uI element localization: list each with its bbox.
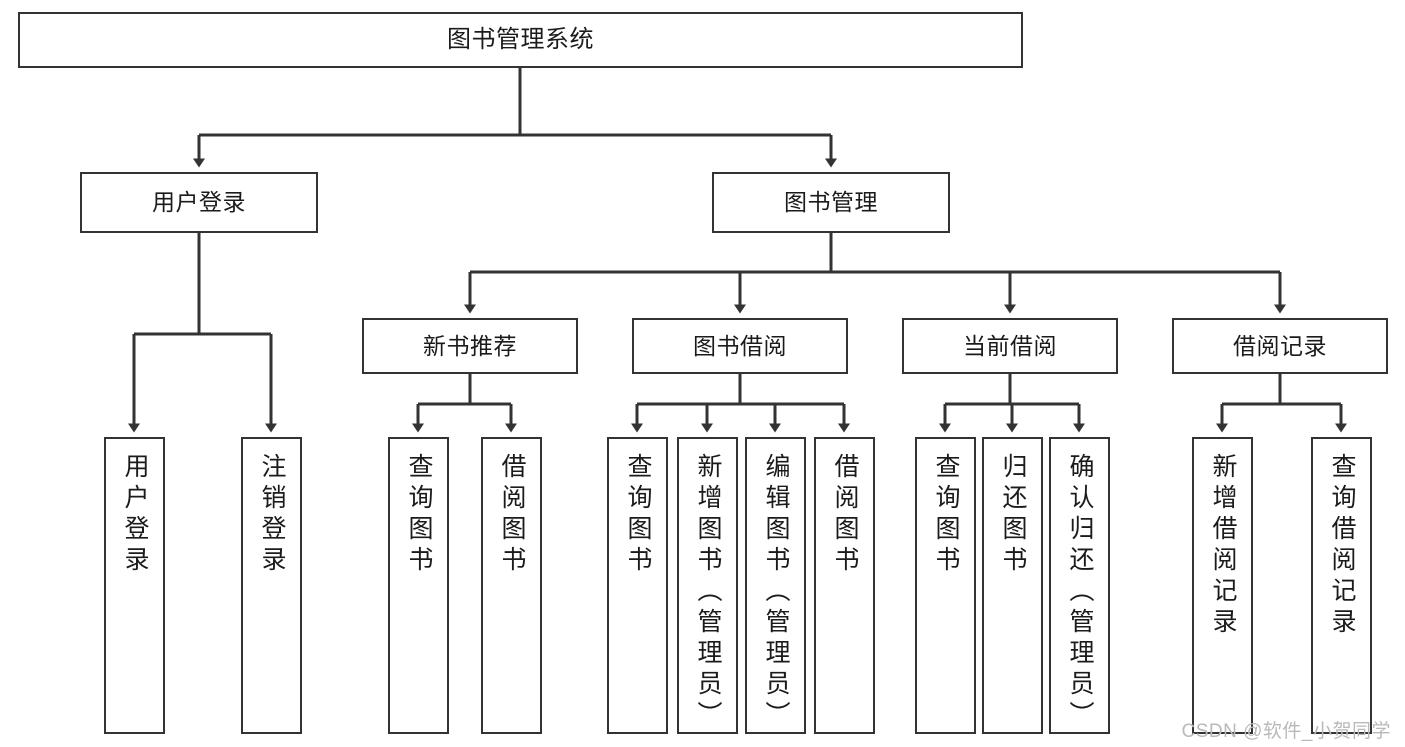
node-borrow-record[interactable]: 借阅记录 [1172, 318, 1388, 374]
node-label: 查询借阅记录 [1328, 453, 1356, 639]
node-label: 借阅图书 [498, 453, 526, 577]
node-book-borrow[interactable]: 图书借阅 [632, 318, 848, 374]
node-label: 借阅图书 [831, 453, 859, 577]
node-book-management[interactable]: 图书管理 [712, 172, 950, 233]
node-leaf-query-borrow-record[interactable]: 查询借阅记录 [1311, 437, 1372, 734]
node-label: 新书推荐 [423, 332, 517, 359]
node-leaf-edit-book-admin[interactable]: 编辑图书（管理员） [745, 437, 806, 734]
node-leaf-query-book-recommend[interactable]: 查询图书 [388, 437, 449, 734]
node-label: 归还图书 [999, 453, 1027, 577]
node-label: 借阅记录 [1233, 332, 1327, 359]
node-leaf-confirm-return-admin[interactable]: 确认归还（管理员） [1049, 437, 1110, 734]
node-label: 编辑图书（管理员） [762, 453, 790, 732]
node-leaf-user-login[interactable]: 用户登录 [104, 437, 165, 734]
node-label: 新增图书（管理员） [694, 453, 722, 732]
node-label: 查询图书 [624, 453, 652, 577]
node-leaf-add-borrow-record[interactable]: 新增借阅记录 [1192, 437, 1253, 734]
node-new-book-recommend[interactable]: 新书推荐 [362, 318, 578, 374]
node-label: 查询图书 [405, 453, 433, 577]
node-label: 确认归还（管理员） [1066, 453, 1094, 732]
node-label: 注销登录 [258, 453, 286, 577]
node-label: 当前借阅 [963, 332, 1057, 359]
node-label: 用户登录 [152, 189, 246, 216]
node-label: 用户登录 [121, 453, 149, 577]
node-label: 新增借阅记录 [1209, 453, 1237, 639]
node-leaf-borrow-book[interactable]: 借阅图书 [814, 437, 875, 734]
node-label: 图书借阅 [693, 332, 787, 359]
node-leaf-borrow-book-recommend[interactable]: 借阅图书 [481, 437, 542, 734]
node-leaf-query-book-current[interactable]: 查询图书 [915, 437, 976, 734]
node-root-book-management-system[interactable]: 图书管理系统 [18, 12, 1023, 68]
node-leaf-return-book[interactable]: 归还图书 [982, 437, 1043, 734]
node-user-login[interactable]: 用户登录 [80, 172, 318, 233]
node-label: 查询图书 [932, 453, 960, 577]
node-current-borrow[interactable]: 当前借阅 [902, 318, 1118, 374]
node-label: 图书管理系统 [447, 26, 594, 54]
node-leaf-add-book-admin[interactable]: 新增图书（管理员） [677, 437, 738, 734]
node-leaf-logout[interactable]: 注销登录 [241, 437, 302, 734]
node-label: 图书管理 [784, 189, 878, 216]
node-leaf-query-book-borrow[interactable]: 查询图书 [607, 437, 668, 734]
